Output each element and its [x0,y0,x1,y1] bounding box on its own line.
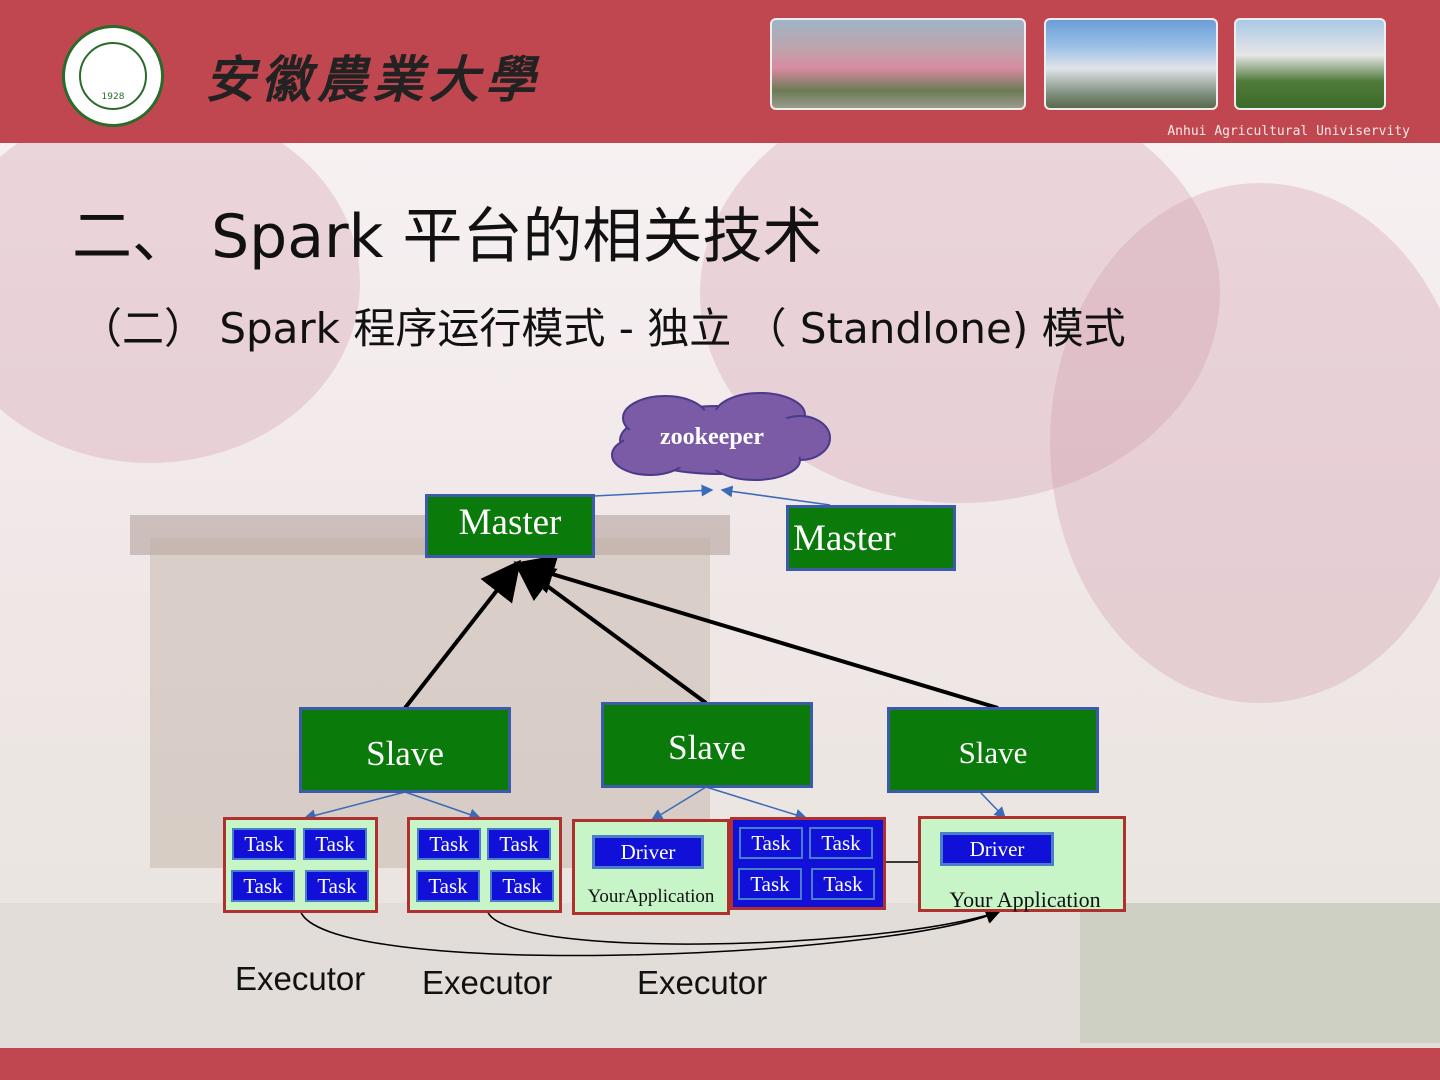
task-box: Task [809,827,873,859]
logo-year: 1928 [101,92,125,102]
driver-box-2: Driver [940,832,1054,866]
campus-photo-3 [1234,18,1386,110]
master-zookeeper-link [720,485,831,506]
university-name-en: Anhui Agricultural Univiservity [1167,124,1410,139]
task-box: Task [303,828,367,860]
task-box: Task [417,828,481,860]
university-logo: 1928 [62,25,164,127]
slave-master-arrow [514,555,999,710]
task-box: Task [739,827,803,859]
executor-box-1: Task Task Task Task [223,817,378,913]
task-box: Task [490,870,554,902]
task-box: Task [232,828,296,860]
slave-node-2: Slave [601,702,813,788]
slave-node-3: Slave [887,707,1099,793]
slave-executor-link [705,786,808,821]
logo-ring [79,42,147,110]
university-name: 安徽農業大學 [205,50,541,109]
driver-box-1: Driver [592,835,704,869]
application-box-2: Driver Your Application [918,816,1126,912]
slave-master-arrow [403,559,521,710]
campus-photo-1 [770,18,1026,110]
slave-master-arrow [513,561,708,705]
zookeeper-label: zookeeper [660,424,764,450]
executor-label-2: Executor [422,964,553,1001]
executor-box-3: Task Task Task Task [730,817,886,910]
application-box-1: Driver YourApplication [572,819,730,915]
application-label-2: Your Application [949,887,1101,912]
master-node-primary: Master [425,494,595,558]
task-box: Task [811,868,875,900]
executor-label-1: Executor [235,960,366,997]
task-box: Task [305,870,369,902]
executor-app-arrow [486,908,1001,945]
executor-app-arrow [299,909,1001,957]
slave-executor-link [404,791,482,821]
slave-executor-link [303,791,406,822]
slide-subtitle: （二） Spark 程序运行模式 - 独立 （ Standlone) 模式 [80,304,1126,353]
road [0,903,1440,1048]
grass [1080,903,1440,1043]
header-banner: 1928 安徽農業大學 Anhui Agricultural Univiserv… [0,0,1440,143]
executor-label-3: Executor [637,964,768,1001]
task-box: Task [738,868,802,900]
application-label-1: YourApplication [587,886,715,907]
slide-title: 二、 Spark 平台的相关技术 [72,202,823,272]
tree [1050,183,1440,703]
footer-banner [0,1048,1440,1080]
slave-executor-link [650,786,707,821]
master-node-standby: Master [786,505,956,571]
task-box: Task [231,870,295,902]
slave-executor-link [979,791,1007,820]
task-box: Task [487,828,551,860]
task-box: Task [416,870,480,902]
campus-photo-2 [1044,18,1218,110]
executor-box-2: Task Task Task Task [407,817,562,913]
slave-node-1: Slave [299,707,511,793]
zookeeper-cloud [611,392,831,481]
